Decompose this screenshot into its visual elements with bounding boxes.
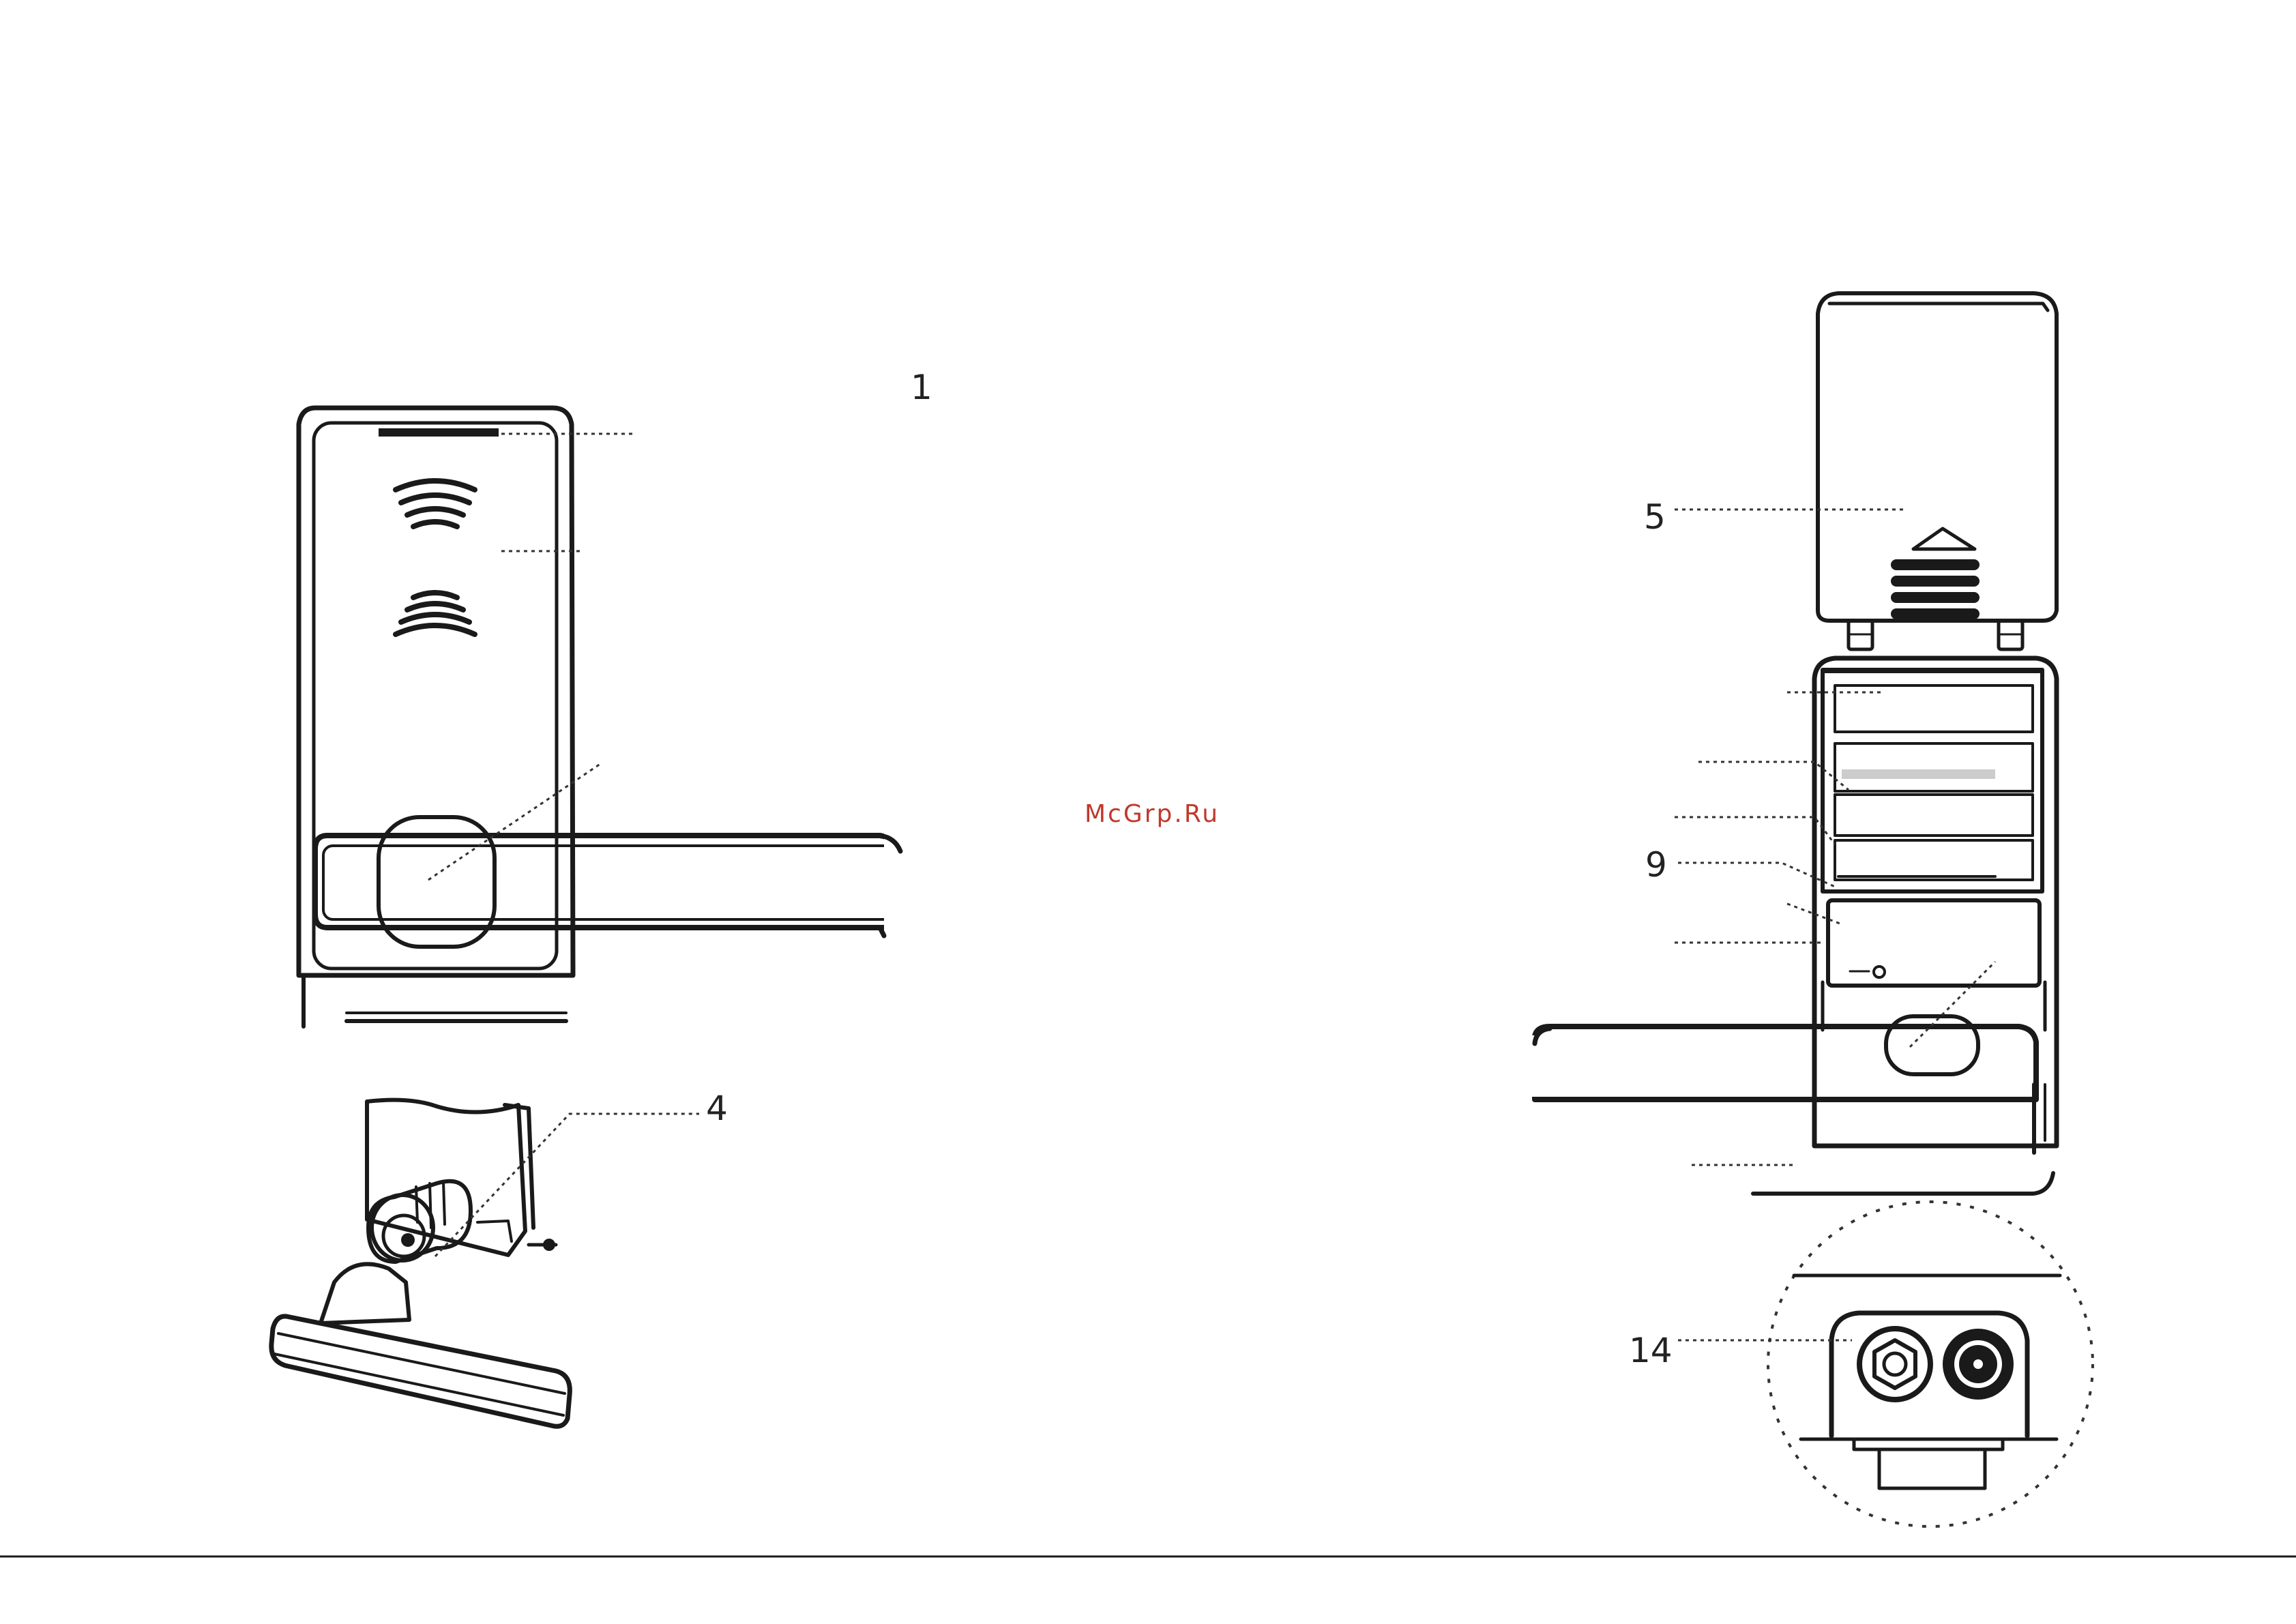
door-handle	[315, 817, 932, 947]
back-lock-panel: 5 9	[1528, 293, 2057, 1194]
watermark-text: McGrp.Ru	[1085, 800, 1220, 828]
rfid-wave-icon	[396, 481, 475, 634]
emergency-power-port-icon	[1859, 1329, 1930, 1400]
front-lock-panel: 1	[299, 368, 932, 1027]
vent-slots-icon	[1891, 559, 1979, 619]
lock-screw-icon	[529, 1239, 556, 1251]
back-door-handle	[1528, 1016, 2053, 1194]
callout-14: 14	[1629, 1331, 1673, 1370]
handle-cylinder-assembly: 4	[271, 1089, 728, 1426]
battery-cover	[1818, 293, 2057, 649]
handle-lever	[271, 1316, 570, 1426]
dc-jack-icon	[1943, 1329, 2014, 1400]
callout-9: 9	[1645, 845, 1667, 885]
battery-compartment	[1823, 670, 2042, 891]
callout-1: 1	[911, 368, 932, 407]
power-port-detail: 14	[1629, 1202, 2093, 1526]
callout-5: 5	[1644, 497, 1666, 537]
lock-cylinder	[368, 1181, 471, 1262]
reset-module	[1828, 900, 2040, 986]
callout-4: 4	[706, 1089, 728, 1128]
